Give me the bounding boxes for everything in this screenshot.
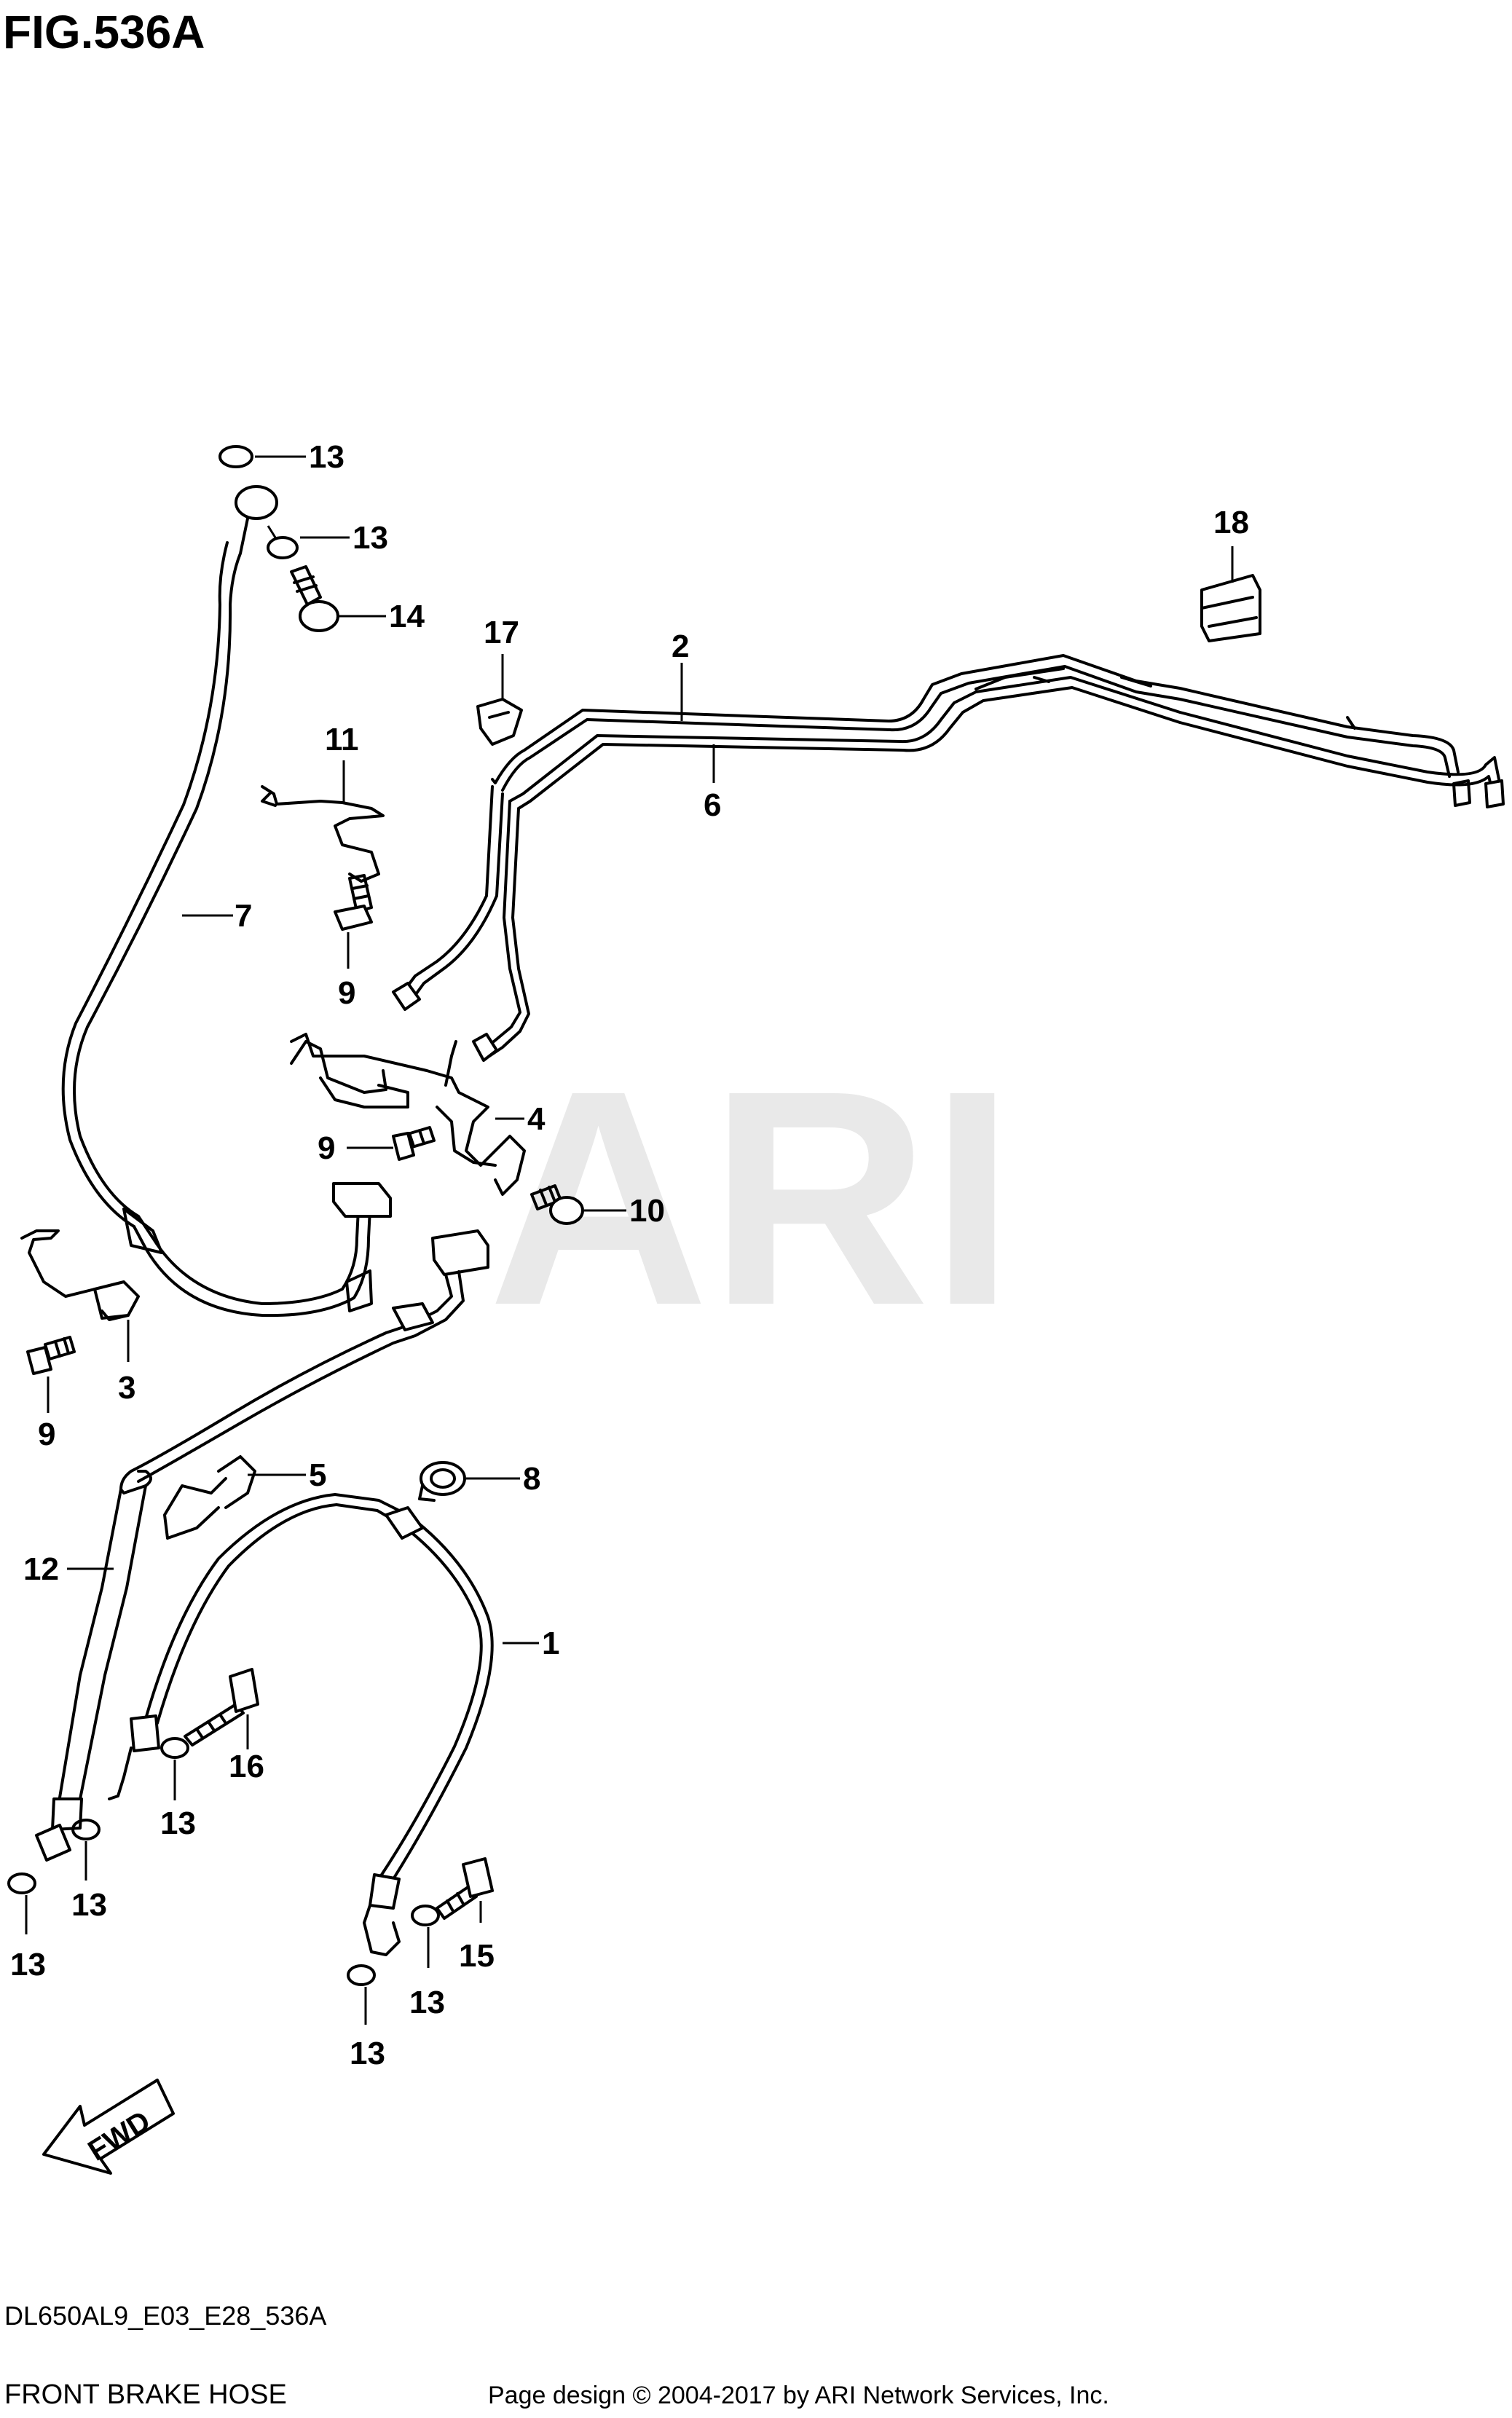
brake-hose-12 <box>35 1229 489 1862</box>
callout-10: 10 <box>629 1193 665 1229</box>
callout-5: 5 <box>309 1457 326 1493</box>
clamp-18 <box>1200 546 1261 642</box>
brake-hose-7 <box>61 485 392 1318</box>
callout-9-middle: 9 <box>318 1130 335 1166</box>
callout-4: 4 <box>527 1101 546 1137</box>
callout-13-second: 13 <box>353 520 388 556</box>
washer-13-second <box>267 525 350 559</box>
clip-17 <box>476 654 523 746</box>
bolt-9-lower <box>26 1336 76 1413</box>
fwd-arrow-icon: FWD <box>42 2079 175 2175</box>
figure-caption: FRONT BRAKE HOSE <box>4 2379 287 2410</box>
washer-13-f <box>411 1905 440 1968</box>
callout-11: 11 <box>325 722 359 757</box>
washer-13-c <box>160 1737 189 1800</box>
callout-12: 12 <box>23 1551 59 1587</box>
callout-2: 2 <box>672 629 689 664</box>
model-code: DL650AL9_E03_E28_536A <box>4 2301 326 2331</box>
bracket-3 <box>20 1229 140 1362</box>
callout-1: 1 <box>542 1626 559 1661</box>
callout-13-f: 13 <box>409 1985 445 2020</box>
callout-18: 18 <box>1213 505 1249 540</box>
callout-9-upper: 9 <box>338 975 355 1011</box>
brake-pipe-2 <box>392 654 1471 1011</box>
callout-13-e: 13 <box>10 1947 46 1982</box>
bracket-11 <box>261 760 385 883</box>
callout-7: 7 <box>235 898 252 934</box>
callout-3: 3 <box>118 1370 135 1406</box>
bolt-9-middle <box>347 1126 436 1161</box>
figure-title: FIG.536A <box>3 6 205 58</box>
bolt-15 <box>436 1857 494 1923</box>
callout-15: 15 <box>459 1938 495 1974</box>
clamp-5 <box>163 1455 306 1540</box>
callout-leaders-2-6 <box>680 663 715 783</box>
bracket-4 <box>290 1033 526 1196</box>
callout-8: 8 <box>523 1461 540 1497</box>
washer-13-d <box>71 1819 101 1881</box>
washer-13-e <box>7 1872 36 1934</box>
callout-17: 17 <box>484 615 519 650</box>
callout-13-d: 13 <box>71 1887 107 1923</box>
copyright-notice: Page design © 2004-2017 by ARI Network S… <box>488 2382 1109 2409</box>
bolt-9-upper <box>334 874 373 969</box>
callout-13-c: 13 <box>160 1805 196 1841</box>
callout-9-lower: 9 <box>38 1417 55 1452</box>
fwd-label: FWD <box>82 2105 156 2167</box>
callout-16: 16 <box>229 1749 264 1784</box>
bolt-16 <box>184 1668 259 1749</box>
callout-13-top: 13 <box>309 439 344 475</box>
brake-hose-1 <box>108 1493 539 1956</box>
banjo-bolt-14 <box>290 565 386 632</box>
clamp-8 <box>418 1461 520 1502</box>
bolt-10 <box>530 1184 626 1225</box>
washer-13-top <box>218 445 306 468</box>
callout-6: 6 <box>704 787 721 823</box>
callout-14: 14 <box>389 599 425 634</box>
washer-13-g <box>347 1964 376 2025</box>
callout-13-g: 13 <box>350 2036 385 2071</box>
brake-pipe-6 <box>472 667 1505 1062</box>
